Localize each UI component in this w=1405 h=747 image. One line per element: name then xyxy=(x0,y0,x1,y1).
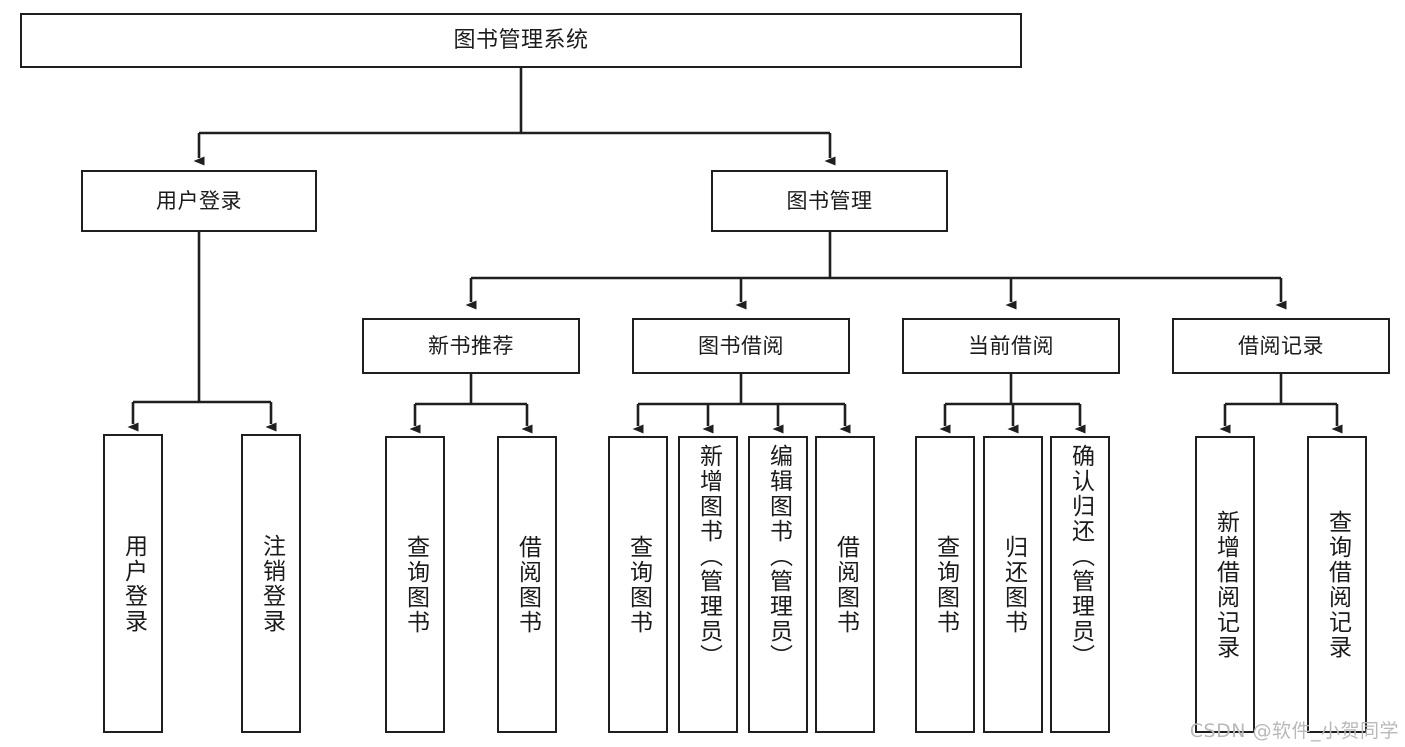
node-book-borrow-label: 图书借阅 xyxy=(698,333,784,358)
node-leaf-query-book-1-label: 查询图书 xyxy=(402,534,429,635)
node-leaf-logout[interactable]: 注销登录 xyxy=(241,434,301,733)
node-leaf-query-book-3-label: 查询图书 xyxy=(932,534,959,635)
node-user-login[interactable]: 用户登录 xyxy=(81,170,317,232)
node-leaf-user-login[interactable]: 用户登录 xyxy=(103,434,163,733)
node-new-book-rec-label: 新书推荐 xyxy=(428,333,514,358)
node-leaf-borrow-book-2[interactable]: 借阅图书 xyxy=(815,436,875,733)
node-leaf-query-book-1[interactable]: 查询图书 xyxy=(385,436,445,733)
node-book-borrow[interactable]: 图书借阅 xyxy=(632,318,850,374)
node-leaf-borrow-book-1-label: 借阅图书 xyxy=(514,534,541,635)
node-leaf-confirm-return-label: 确认归还（管理员） xyxy=(1067,444,1094,669)
node-leaf-edit-book[interactable]: 编辑图书（管理员） xyxy=(748,436,808,733)
node-leaf-query-record[interactable]: 查询借阅记录 xyxy=(1307,436,1367,733)
node-borrow-record[interactable]: 借阅记录 xyxy=(1172,318,1390,374)
node-leaf-return-book-label: 归还图书 xyxy=(1000,534,1027,635)
node-current-borrow[interactable]: 当前借阅 xyxy=(902,318,1120,374)
node-leaf-edit-book-label: 编辑图书（管理员） xyxy=(765,444,792,669)
node-leaf-query-book-3[interactable]: 查询图书 xyxy=(915,436,975,733)
node-leaf-add-record[interactable]: 新增借阅记录 xyxy=(1195,436,1255,733)
node-leaf-borrow-book-1[interactable]: 借阅图书 xyxy=(497,436,557,733)
node-leaf-return-book[interactable]: 归还图书 xyxy=(983,436,1043,733)
node-leaf-query-record-label: 查询借阅记录 xyxy=(1324,509,1351,660)
node-leaf-query-book-2-label: 查询图书 xyxy=(625,534,652,635)
node-borrow-record-label: 借阅记录 xyxy=(1238,333,1324,358)
node-leaf-add-record-label: 新增借阅记录 xyxy=(1212,509,1239,660)
csdn-watermark: CSDN @软件_小贺同学 xyxy=(1189,720,1399,742)
node-book-manage[interactable]: 图书管理 xyxy=(711,170,948,232)
node-leaf-borrow-book-2-label: 借阅图书 xyxy=(832,534,859,635)
node-root[interactable]: 图书管理系统 xyxy=(20,13,1022,68)
node-user-login-label: 用户登录 xyxy=(156,188,242,213)
node-leaf-user-login-label: 用户登录 xyxy=(120,533,147,634)
node-leaf-confirm-return[interactable]: 确认归还（管理员） xyxy=(1050,436,1110,733)
node-leaf-add-book-label: 新增图书（管理员） xyxy=(695,444,722,669)
node-book-manage-label: 图书管理 xyxy=(786,188,873,213)
node-leaf-query-book-2[interactable]: 查询图书 xyxy=(608,436,668,733)
node-root-label: 图书管理系统 xyxy=(453,27,589,53)
node-new-book-rec[interactable]: 新书推荐 xyxy=(362,318,580,374)
node-current-borrow-label: 当前借阅 xyxy=(968,333,1054,358)
node-leaf-logout-label: 注销登录 xyxy=(258,533,285,634)
node-leaf-add-book[interactable]: 新增图书（管理员） xyxy=(678,436,738,733)
